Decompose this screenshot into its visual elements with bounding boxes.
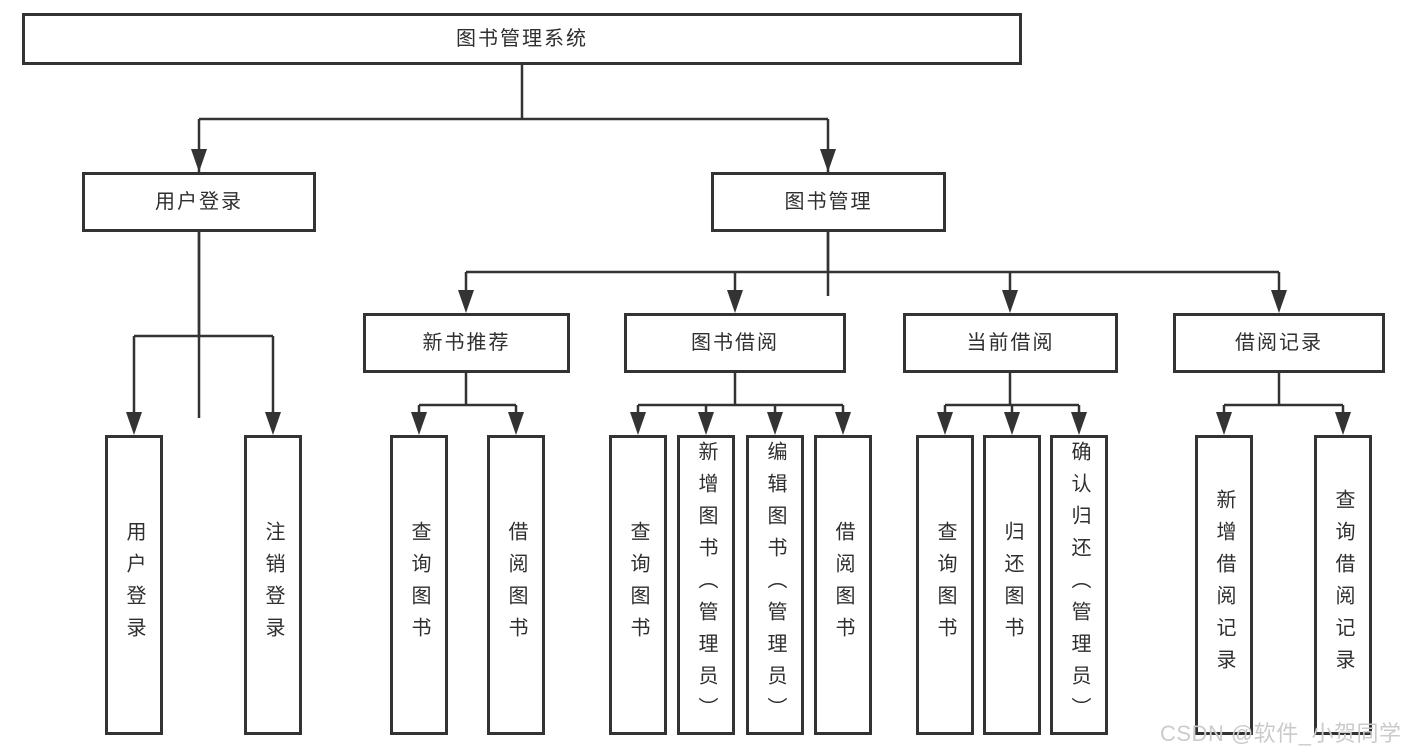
leaf-confirm-return-admin: 确认归还（管理员） — [1050, 435, 1108, 735]
leaf-borrow-book-1-label: 借阅图书 — [505, 521, 527, 649]
watermark: CSDN @软件_小贺同学 — [1160, 721, 1402, 746]
node-user-login: 用户登录 — [82, 172, 316, 232]
node-root: 图书管理系统 — [22, 13, 1022, 65]
leaf-query-borrow-record-label: 查询借阅记录 — [1332, 489, 1354, 681]
node-book-management: 图书管理 — [711, 172, 946, 232]
leaf-query-book-3-label: 查询图书 — [934, 521, 956, 649]
leaf-add-book-admin: 新增图书（管理员） — [677, 435, 735, 735]
node-borrow-records: 借阅记录 — [1173, 313, 1385, 373]
leaf-borrow-book-2: 借阅图书 — [814, 435, 872, 735]
leaf-logout: 注销登录 — [244, 435, 302, 735]
leaf-borrow-book-2-label: 借阅图书 — [832, 521, 854, 649]
leaf-edit-book-admin: 编辑图书（管理员） — [746, 435, 804, 735]
leaf-user-login: 用户登录 — [105, 435, 163, 735]
leaf-query-book-2: 查询图书 — [609, 435, 667, 735]
leaf-return-book-label: 归还图书 — [1001, 521, 1023, 649]
leaf-query-book-3: 查询图书 — [916, 435, 974, 735]
node-borrow-records-label: 借阅记录 — [1235, 332, 1323, 354]
leaf-query-book-1-label: 查询图书 — [408, 521, 430, 649]
node-new-book-recommend: 新书推荐 — [363, 313, 570, 373]
leaf-return-book: 归还图书 — [983, 435, 1041, 735]
node-root-label: 图书管理系统 — [456, 28, 588, 50]
leaf-add-borrow-record-label: 新增借阅记录 — [1213, 489, 1235, 681]
leaf-add-book-admin-label: 新增图书（管理员） — [695, 441, 717, 729]
node-current-borrow: 当前借阅 — [903, 313, 1118, 373]
leaf-add-borrow-record: 新增借阅记录 — [1195, 435, 1253, 735]
node-book-borrow-label: 图书借阅 — [691, 332, 779, 354]
leaf-user-login-label: 用户登录 — [123, 521, 145, 649]
arrowheads — [126, 149, 1351, 435]
node-book-borrow: 图书借阅 — [624, 313, 846, 373]
leaf-logout-label: 注销登录 — [262, 521, 284, 649]
node-book-management-label: 图书管理 — [784, 191, 873, 213]
leaf-borrow-book-1: 借阅图书 — [487, 435, 545, 735]
leaf-query-book-1: 查询图书 — [390, 435, 448, 735]
node-new-book-recommend-label: 新书推荐 — [422, 332, 511, 354]
leaf-query-borrow-record: 查询借阅记录 — [1314, 435, 1372, 735]
node-user-login-label: 用户登录 — [155, 191, 243, 213]
node-current-borrow-label: 当前借阅 — [966, 332, 1055, 354]
leaf-confirm-return-admin-label: 确认归还（管理员） — [1068, 441, 1090, 729]
leaf-edit-book-admin-label: 编辑图书（管理员） — [764, 441, 786, 729]
leaf-query-book-2-label: 查询图书 — [627, 521, 649, 649]
